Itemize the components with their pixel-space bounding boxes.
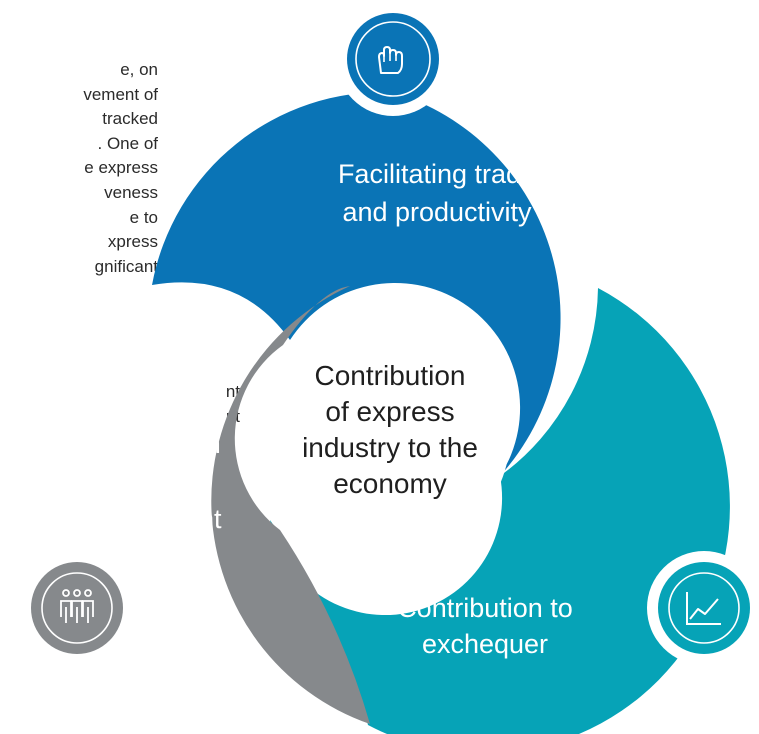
center-label: Contribution of express industry to the … [302, 360, 478, 499]
background-text-line: gnificant [94, 256, 158, 276]
segment-label-line: Contribution to [397, 593, 573, 623]
segment-employment [211, 286, 370, 724]
center-label-line: Contribution [315, 360, 466, 391]
center-label-line: industry to the [302, 432, 478, 463]
segment-label-line: and productivity [342, 197, 532, 227]
segment-label-line: employment [74, 504, 222, 534]
people-icon [20, 551, 134, 665]
background-text-line: e to [129, 207, 158, 227]
segment-label-exchequer: Contribution to exchequer [397, 593, 573, 659]
background-text-line: xpress [107, 232, 158, 252]
background-text-line: veness [104, 182, 158, 202]
chart-icon [647, 551, 759, 665]
segment-label-line: Facilitating trade [338, 159, 536, 189]
segment-label-line: to [137, 466, 160, 496]
center-label-line: of express [325, 396, 454, 427]
background-text-line: . One of [97, 133, 158, 153]
background-text-line: e, on [120, 60, 158, 79]
background-text-line: vement of [83, 84, 158, 104]
segment-label-facilitating-trade: Facilitating trade and productivity [338, 159, 536, 227]
segment-label-line: Contribution [75, 429, 221, 459]
center-circle [270, 316, 510, 556]
hand-icon [336, 2, 450, 116]
segment-label-employment: Contribution to employment [74, 429, 222, 534]
background-paragraph-1: e, on vement of tracked . One of e expre… [0, 58, 158, 279]
background-text-line: tracked [102, 109, 158, 129]
segment-label-line: exchequer [422, 629, 548, 659]
segment-facilitating-trade [152, 91, 561, 476]
segment-exchequer [270, 288, 730, 734]
background-text-line: e express [84, 158, 158, 178]
center-label-line: economy [333, 468, 447, 499]
